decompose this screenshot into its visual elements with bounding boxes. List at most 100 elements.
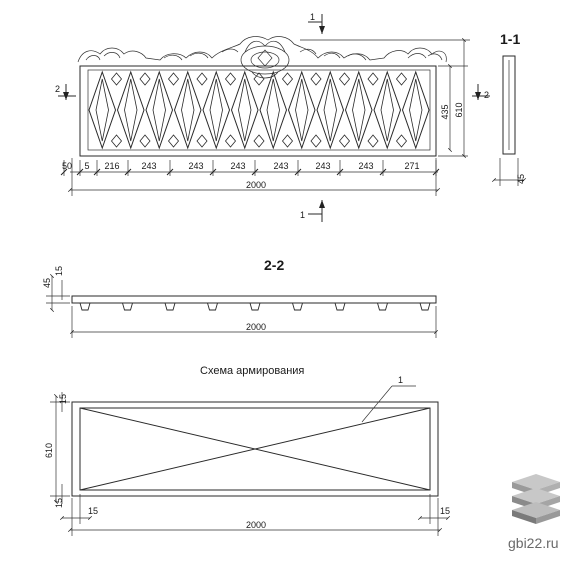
dim-height-lattice: 435 xyxy=(440,104,450,119)
stacked-slabs-logo xyxy=(512,474,560,524)
section-rib xyxy=(164,302,176,311)
dimension-tick xyxy=(294,168,302,176)
section-2-2-length: 2000 xyxy=(246,322,266,332)
section-1-1-thickness: 45 xyxy=(516,174,526,184)
lattice-half-diamond xyxy=(196,72,208,86)
lattice-diamond-inner xyxy=(352,78,366,142)
section-rib xyxy=(419,302,431,311)
lattice-half-diamond xyxy=(310,134,322,148)
lattice-half-diamond xyxy=(224,134,237,148)
section-rib xyxy=(249,302,261,311)
lattice-diamond xyxy=(344,70,373,150)
dim-243-a: 243 xyxy=(141,161,156,171)
section-2-2-rib: 15 xyxy=(54,266,64,276)
lattice-diamond-inner xyxy=(266,78,280,142)
lattice-diamond xyxy=(88,70,117,150)
lattice-diamond xyxy=(230,70,259,150)
lattice-diamond-inner xyxy=(95,78,109,142)
lattice-half-diamond xyxy=(110,134,123,148)
section-rib xyxy=(292,302,303,311)
dim-216: 216 xyxy=(104,161,119,171)
dimension-tick xyxy=(76,168,84,176)
section-mark-2-right: 2 xyxy=(484,90,489,100)
reinforcement-scheme: Схема армирования 1 610 15 15 15 15 2000 xyxy=(44,365,450,536)
dim-edge-5: 5 xyxy=(84,161,89,171)
lattice-diamond-inner xyxy=(238,78,252,142)
lattice-half-diamond xyxy=(395,72,408,86)
reinforcement-diagonal-b xyxy=(79,407,431,491)
dimension-tick xyxy=(60,168,68,176)
lattice-half-diamond xyxy=(139,134,151,148)
section-2-2-height: 45 xyxy=(42,278,52,288)
dim-243-e: 243 xyxy=(315,161,330,171)
section-rib xyxy=(207,302,218,311)
section-mark-1-bottom: 1 xyxy=(300,210,305,220)
section-mark-1-top: 1 xyxy=(310,12,315,22)
reinforcement-callout: 1 xyxy=(398,375,403,385)
lattice-half-diamond xyxy=(253,72,265,86)
section-1-1-profile xyxy=(502,55,516,155)
lattice-diamond xyxy=(287,70,316,150)
diamond-lattice xyxy=(88,70,430,150)
dimension-tick xyxy=(166,168,174,176)
reinforcement-mesh xyxy=(79,407,431,491)
reinforcement-cover-bottom: 15 xyxy=(54,498,64,508)
lattice-half-diamond xyxy=(196,134,208,148)
lattice-diamond-inner xyxy=(152,78,166,142)
watermark-text: gbi22.ru xyxy=(508,535,559,551)
section-rib xyxy=(377,302,388,311)
lattice-half-diamond xyxy=(139,72,151,86)
lattice-diamond-inner xyxy=(380,78,394,142)
reinforcement-cover-left: 15 xyxy=(88,506,98,516)
dimension-tick xyxy=(124,168,132,176)
reinforcement-title: Схема армирования xyxy=(200,365,304,377)
lattice-diamond-inner xyxy=(209,78,223,142)
lattice-diamond xyxy=(316,70,345,150)
dim-243-c: 243 xyxy=(230,161,245,171)
reinforcement-cover-right: 15 xyxy=(440,506,450,516)
lattice-half-diamond xyxy=(338,134,351,148)
ornamental-crest xyxy=(77,36,447,79)
dim-271: 271 xyxy=(404,161,419,171)
fence-panel-elevation: 610 435 50 5 216 243 243 243 243 243 243… xyxy=(55,12,490,222)
lattice-half-diamond xyxy=(310,72,322,86)
dimension-tick xyxy=(209,168,217,176)
dim-height-total: 610 xyxy=(454,102,464,117)
section-rib xyxy=(334,302,346,311)
lattice-half-diamond xyxy=(338,72,351,86)
lattice-half-diamond xyxy=(367,72,379,86)
lattice-diamond xyxy=(145,70,174,150)
lattice-half-diamond xyxy=(395,134,408,148)
dimension-tick xyxy=(336,168,344,176)
section-rib xyxy=(79,302,91,311)
dimension-chain-ticks xyxy=(60,160,440,176)
lattice-diamond-inner xyxy=(323,78,337,142)
section-mark-2-left: 2 xyxy=(55,84,60,94)
dim-243-f: 243 xyxy=(358,161,373,171)
lattice-half-diamond xyxy=(167,134,180,148)
lattice-diamond xyxy=(202,70,231,150)
dim-243-b: 243 xyxy=(188,161,203,171)
dimension-tick xyxy=(251,168,259,176)
section-2-2-ribs xyxy=(79,302,431,311)
dim-243-d: 243 xyxy=(273,161,288,171)
dim-width-total: 2000 xyxy=(246,180,266,190)
lattice-half-diamond xyxy=(281,134,294,148)
reinforcement-length: 2000 xyxy=(246,520,266,530)
lattice-diamond xyxy=(173,70,202,150)
section-2-2-title: 2-2 xyxy=(264,257,284,273)
lattice-half-diamond xyxy=(224,72,237,86)
reinforcement-cover-top: 15 xyxy=(58,394,68,404)
dim-edge-50: 50 xyxy=(62,161,72,171)
lattice-half-diamond xyxy=(281,72,294,86)
lattice-diamond xyxy=(401,70,430,150)
lattice-half-diamond xyxy=(253,134,265,148)
lattice-half-diamond xyxy=(167,72,180,86)
panel-outline xyxy=(79,65,437,157)
lattice-half-diamond xyxy=(367,134,379,148)
lattice-diamond-inner xyxy=(409,78,423,142)
lattice-diamond-inner xyxy=(181,78,195,142)
lattice-diamond xyxy=(373,70,402,150)
lattice-half-diamond xyxy=(110,72,123,86)
